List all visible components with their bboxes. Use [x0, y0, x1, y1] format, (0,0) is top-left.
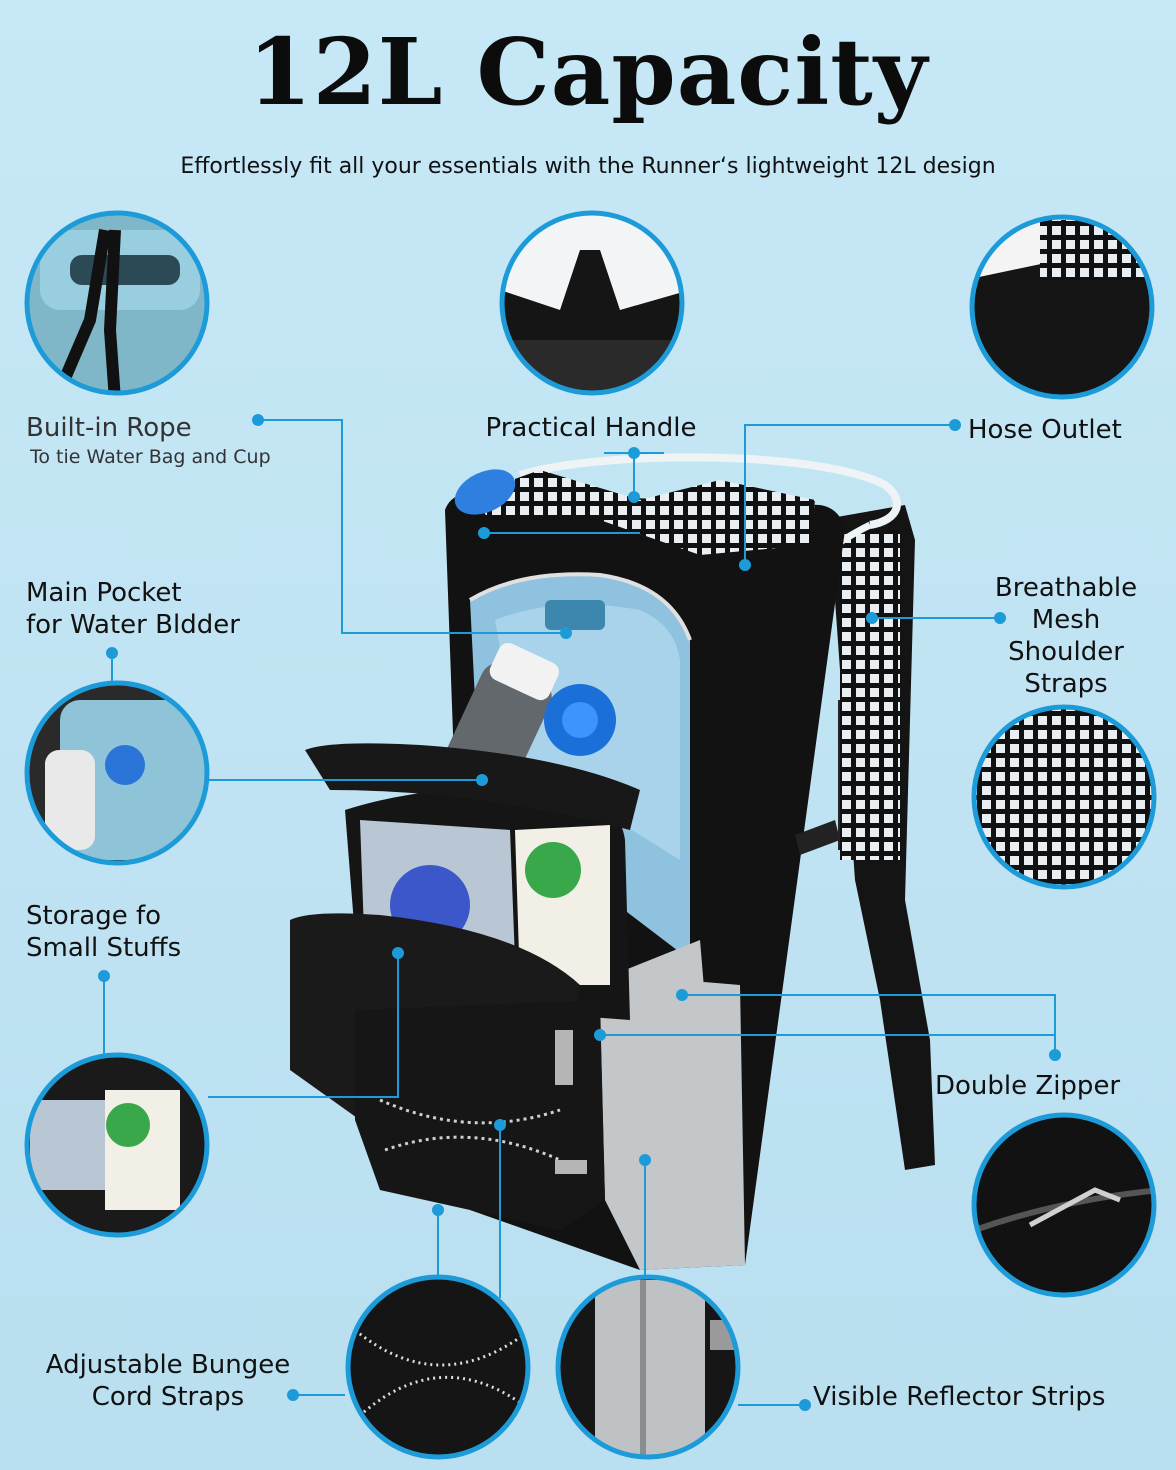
label-visible-reflector-strips: Visible Reflector Strips — [813, 1382, 1106, 1412]
label-storage-small-stuffs: Storage fo Small Stuffs — [26, 900, 181, 964]
zoom-circles — [24, 210, 1157, 1460]
label-bungee-line2: Cord Straps — [91, 1382, 245, 1412]
label-mesh-line4: Straps — [1024, 669, 1108, 699]
callout-lines — [98, 414, 1061, 1411]
label-storage-line2: Small Stuffs — [26, 933, 182, 963]
label-practical-handle: Practical Handle — [485, 413, 697, 443]
label-storage-line1: Storage fo — [26, 901, 162, 931]
label-main-pocket-line2: for Water Bldder — [26, 610, 240, 640]
label-built-in-rope-sub: To tie Water Bag and Cup — [30, 446, 271, 468]
label-adjustable-bungee: Adjustable Bungee Cord Straps — [30, 1349, 306, 1413]
label-breathable-mesh: Breathable Mesh Shoulder Straps — [985, 572, 1147, 700]
label-bungee-line1: Adjustable Bungee — [45, 1350, 291, 1380]
label-main-pocket: Main Pocket for Water Bldder — [26, 577, 240, 641]
label-mesh-line3: Shoulder — [1008, 637, 1124, 667]
label-mesh-line1: Breathable — [994, 573, 1138, 603]
page-subtitle: Effortlessly fit all your essentials wit… — [180, 154, 996, 179]
label-double-zipper: Double Zipper — [935, 1071, 1121, 1101]
label-main-pocket-line1: Main Pocket — [26, 578, 182, 608]
label-hose-outlet: Hose Outlet — [968, 415, 1122, 445]
backpack-body — [290, 453, 935, 1270]
label-mesh-line2: Mesh — [1031, 605, 1101, 635]
label-built-in-rope: Built-in Rope — [26, 413, 192, 443]
page-title: 12L Capacity — [247, 18, 929, 126]
